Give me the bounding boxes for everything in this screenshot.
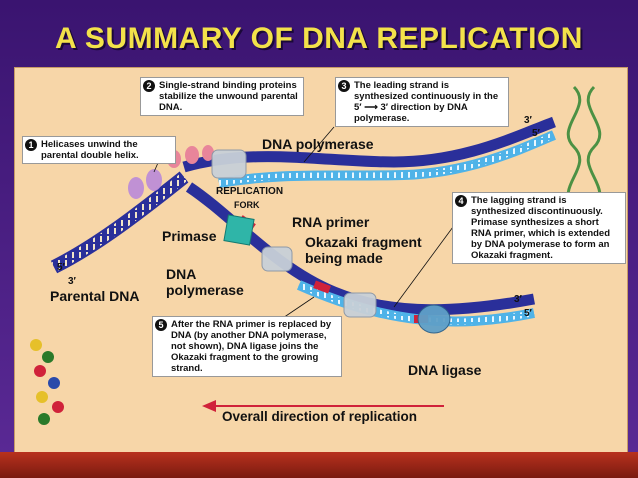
step-2-note: 2 Single-strand binding proteins stabili…: [140, 77, 304, 116]
end-label-3-top: 3′: [524, 115, 532, 126]
bottom-decorative-band: [0, 452, 638, 478]
step-4-note: 4 The lagging strand is synthesized disc…: [452, 192, 626, 264]
okazaki-label-2: being made: [305, 250, 383, 266]
dna-polymerase-top-shape: [211, 149, 247, 179]
step-text: The leading strand is synthesized contin…: [354, 80, 499, 124]
step-number: 3: [338, 80, 350, 92]
parental-dna-label: Parental DNA: [50, 288, 140, 304]
step-number: 4: [455, 195, 467, 207]
rna-primer-mark: [313, 280, 331, 294]
end-label-5-top: 5′: [532, 128, 540, 139]
step-text: After the RNA primer is replaced by DNA …: [171, 319, 332, 374]
parental-dna-rungs: [51, 173, 188, 272]
leading-new-rungs: [218, 132, 556, 186]
replication-fork-label-2: FORK: [234, 200, 260, 210]
step-3-note: 3 The leading strand is synthesized cont…: [335, 77, 509, 127]
step-text: Helicases unwind the parental double hel…: [41, 139, 139, 161]
primase-shape: [223, 214, 255, 246]
dna-polymerase-top-label: DNA polymerase: [262, 136, 374, 152]
end-label-3-bottom: 3′: [514, 294, 522, 305]
step-number: 2: [143, 80, 155, 92]
rna-primer-label: RNA primer: [292, 214, 370, 230]
step-text: Single-strand binding proteins stabilize…: [159, 80, 298, 113]
step-number: 5: [155, 319, 167, 331]
step-1-note: 1 Helicases unwind the parental double h…: [22, 136, 176, 164]
step-5-note: 5 After the RNA primer is replaced by DN…: [152, 316, 342, 377]
overall-direction-label: Overall direction of replication: [222, 409, 418, 424]
dna-polymerase-left-label-1: DNA: [166, 266, 197, 282]
step-text: The lagging strand is synthesized discon…: [471, 195, 611, 261]
okazaki-label-1: Okazaki fragment: [305, 234, 422, 250]
dna-polymerase-lagging-shape-2: [343, 292, 377, 318]
page-title: A SUMMARY OF DNA REPLICATION: [55, 22, 583, 55]
helix-illustration-top-right: [566, 85, 602, 209]
dna-ligase-label: DNA ligase: [408, 362, 482, 378]
primase-label: Primase: [162, 228, 217, 244]
replication-diagram: [30, 85, 602, 425]
end-label-5-bottom: 5′: [524, 308, 532, 319]
overall-direction-arrowhead: [202, 400, 216, 412]
dna-ligase-shape: [417, 304, 451, 334]
end-label-3-left: 3′: [68, 276, 76, 287]
step-number: 1: [25, 139, 37, 151]
dna-polymerase-left-label-2: polymerase: [166, 282, 244, 298]
end-label-5-left: 5′: [57, 262, 65, 273]
molecule-model-bottom-left: [30, 339, 64, 425]
dna-polymerase-lagging-shape: [261, 246, 293, 272]
replication-fork-label-1: REPLICATION: [216, 186, 284, 197]
